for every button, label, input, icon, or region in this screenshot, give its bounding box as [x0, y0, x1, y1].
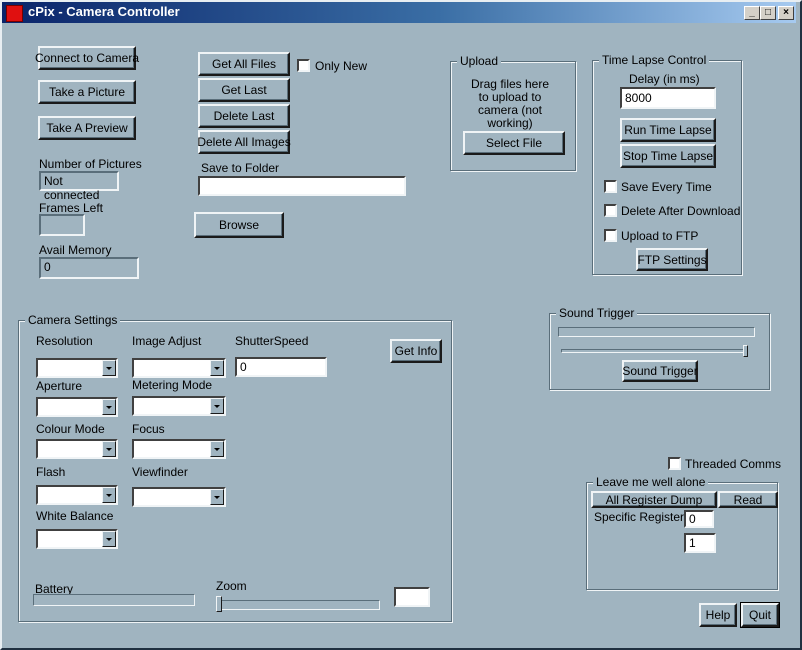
window-title: cPix - Camera Controller: [28, 4, 180, 19]
avail-memory-label: Avail Memory: [39, 243, 112, 257]
app-icon: [6, 5, 23, 22]
chevron-down-icon[interactable]: [102, 531, 116, 547]
image-adjust-select[interactable]: [132, 358, 226, 378]
white-balance-select[interactable]: [36, 529, 118, 549]
aperture-select[interactable]: [36, 397, 118, 417]
help-button[interactable]: Help: [699, 603, 737, 627]
get-last-button[interactable]: Get Last: [198, 78, 290, 102]
save-every-time-label: Save Every Time: [621, 180, 712, 194]
delete-after-download-checkbox[interactable]: [604, 204, 617, 217]
delete-all-images-button[interactable]: Delete All Images: [197, 130, 291, 154]
register-group-title: Leave me well alone: [593, 475, 709, 489]
time-lapse-title: Time Lapse Control: [599, 53, 710, 67]
focus-label: Focus: [132, 422, 165, 436]
chevron-down-icon[interactable]: [102, 487, 116, 503]
chevron-down-icon[interactable]: [210, 398, 224, 414]
avail-memory-value: 0: [39, 257, 139, 279]
all-register-dump-button[interactable]: All Register Dump: [591, 491, 717, 508]
close-button[interactable]: ×: [778, 6, 794, 20]
metering-mode-select[interactable]: [132, 396, 226, 416]
white-balance-label: White Balance: [36, 509, 114, 523]
specific-register-label: Specific Register: [594, 510, 685, 524]
minimize-button[interactable]: _: [744, 6, 760, 20]
sound-level-meter: [558, 327, 755, 337]
viewfinder-label: Viewfinder: [132, 465, 188, 479]
ftp-settings-button[interactable]: FTP Settings: [636, 248, 708, 271]
metering-mode-label: Metering Mode: [132, 378, 213, 392]
zoom-thumb[interactable]: [216, 596, 222, 612]
sound-trigger-button[interactable]: Sound Trigger: [622, 360, 698, 382]
num-pictures-value: Not connected: [39, 171, 119, 202]
battery-meter: [33, 594, 195, 606]
connect-camera-button[interactable]: Connect to Camera: [35, 46, 139, 70]
num-pictures-label: Number of Pictures: [39, 157, 142, 171]
get-all-files-button[interactable]: Get All Files: [198, 52, 290, 76]
camera-settings-title: Camera Settings: [25, 313, 121, 327]
shutter-speed-input[interactable]: [235, 357, 327, 377]
register-value-input[interactable]: [684, 533, 716, 553]
get-info-button[interactable]: Get Info: [390, 339, 442, 363]
colour-mode-select[interactable]: [36, 439, 118, 459]
flash-label: Flash: [36, 465, 66, 479]
frames-left-label: Frames Left: [39, 201, 104, 215]
resolution-select[interactable]: [36, 358, 118, 378]
read-button[interactable]: Read: [718, 491, 778, 508]
colour-mode-label: Colour Mode: [36, 422, 105, 436]
only-new-label: Only New: [315, 59, 368, 73]
save-folder-input[interactable]: [198, 176, 406, 196]
delete-after-download-label: Delete After Download: [621, 204, 741, 218]
chevron-down-icon[interactable]: [210, 360, 224, 376]
save-every-time-checkbox[interactable]: [604, 180, 617, 193]
threaded-comms-checkbox[interactable]: [668, 457, 681, 470]
focus-select[interactable]: [132, 439, 226, 459]
camera-settings-group: Camera Settings: [18, 313, 452, 622]
chevron-down-icon[interactable]: [102, 399, 116, 415]
select-file-button[interactable]: Select File: [463, 131, 565, 155]
flash-select[interactable]: [36, 485, 118, 505]
chevron-down-icon[interactable]: [210, 489, 224, 505]
shutter-speed-label: ShutterSpeed: [235, 334, 309, 348]
upload-group: Upload Drag files here to upload to came…: [450, 54, 576, 171]
time-lapse-group: Time Lapse Control Delay (in ms) Run Tim…: [592, 53, 742, 275]
resolution-label: Resolution: [36, 334, 93, 348]
take-preview-button[interactable]: Take A Preview: [38, 116, 136, 140]
browse-button[interactable]: Browse: [194, 212, 284, 238]
image-adjust-label: Image Adjust: [132, 334, 202, 348]
frames-left-value: [39, 214, 85, 236]
zoom-track[interactable]: [216, 600, 380, 610]
delay-input[interactable]: [620, 87, 716, 109]
viewfinder-select[interactable]: [132, 487, 226, 507]
chevron-down-icon[interactable]: [102, 441, 116, 457]
chevron-down-icon[interactable]: [102, 360, 116, 376]
aperture-label: Aperture: [36, 379, 83, 393]
sound-threshold-thumb[interactable]: [743, 345, 748, 357]
chevron-down-icon[interactable]: [210, 441, 224, 457]
take-picture-button[interactable]: Take a Picture: [38, 80, 136, 104]
register-group: Leave me well alone All Register Dump Re…: [586, 475, 778, 590]
sound-threshold-track[interactable]: [561, 349, 748, 353]
register-address-input[interactable]: [684, 510, 714, 528]
zoom-value-input[interactable]: [394, 587, 430, 607]
battery-label: Battery: [35, 582, 74, 596]
sound-trigger-title: Sound Trigger: [556, 306, 638, 320]
maximize-button[interactable]: □: [760, 6, 776, 20]
upload-drop-hint[interactable]: Drag files here to upload to camera (not…: [470, 77, 550, 130]
zoom-label: Zoom: [216, 579, 247, 593]
threaded-comms-label: Threaded Comms: [685, 457, 782, 471]
save-folder-label: Save to Folder: [201, 161, 280, 175]
run-time-lapse-button[interactable]: Run Time Lapse: [620, 118, 716, 142]
delete-last-button[interactable]: Delete Last: [198, 104, 290, 128]
delay-label: Delay (in ms): [629, 72, 700, 86]
only-new-checkbox[interactable]: [297, 59, 310, 72]
upload-group-title: Upload: [457, 54, 502, 68]
upload-ftp-checkbox[interactable]: [604, 229, 617, 242]
upload-ftp-label: Upload to FTP: [621, 229, 699, 243]
stop-time-lapse-button[interactable]: Stop Time Lapse: [620, 144, 716, 168]
title-bar[interactable]: cPix - Camera Controller _ □ ×: [2, 2, 796, 23]
quit-button[interactable]: Quit: [740, 602, 780, 628]
sound-trigger-group: Sound Trigger Sound Trigger: [549, 306, 770, 390]
